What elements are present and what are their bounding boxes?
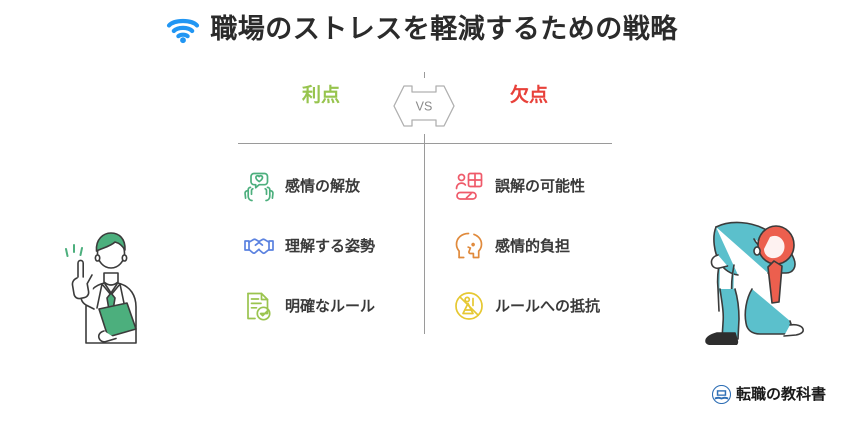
left-item-3-label: 明確なルール xyxy=(285,297,376,315)
head-profile-burden-icon xyxy=(452,229,486,263)
misunderstanding-grid-icon xyxy=(452,169,486,203)
right-column-heading: 欠点 xyxy=(509,85,548,106)
comparison-row: 理解する姿勢 感情的負担 xyxy=(238,224,612,284)
site-logo[interactable]: 転職の教科書 xyxy=(711,385,826,404)
right-item-3: ルールへの抵抗 xyxy=(452,284,600,328)
document-check-icon xyxy=(242,289,276,323)
vs-label: VS xyxy=(416,100,433,114)
no-rules-prohibited-icon xyxy=(452,289,486,323)
left-item-2-label: 理解する姿勢 xyxy=(285,237,376,255)
right-item-1: 誤解の可能性 xyxy=(452,164,585,208)
right-item-3-label: ルールへの抵抗 xyxy=(495,297,601,315)
right-item-2-label: 感情的負担 xyxy=(495,237,571,255)
left-column-heading: 利点 xyxy=(301,85,340,106)
vs-badge: VS xyxy=(392,78,456,134)
left-item-3: 明確なルール xyxy=(242,284,375,328)
page-title: 職場のストレスを軽減するための戦略 xyxy=(210,13,678,44)
vertical-divider xyxy=(424,72,425,334)
left-item-1-label: 感情の解放 xyxy=(285,177,361,195)
comparison-row: 明確なルール ルールへの抵抗 xyxy=(238,284,612,344)
handshake-icon xyxy=(242,229,276,263)
page-header: 職場のストレスを軽減するための戦略 xyxy=(0,6,844,52)
person-kneeling-despair-illustration xyxy=(694,205,824,345)
comparison-table: 利点 欠点 VS xyxy=(238,72,612,334)
wifi-icon xyxy=(166,16,200,44)
hands-heart-speech-bubble-icon xyxy=(242,169,276,203)
comparison-rows: 感情の解放 誤解の可能性 xyxy=(238,164,612,344)
right-item-2: 感情的負担 xyxy=(452,224,570,268)
left-item-1: 感情の解放 xyxy=(242,164,360,208)
left-item-2: 理解する姿勢 xyxy=(242,224,375,268)
site-logo-text: 転職の教科書 xyxy=(735,386,826,403)
right-item-1-label: 誤解の可能性 xyxy=(495,177,586,195)
horizontal-divider xyxy=(238,143,612,144)
comparison-row: 感情の解放 誤解の可能性 xyxy=(238,164,612,224)
businessman-pointing-up-illustration xyxy=(44,205,164,345)
book-logo-icon xyxy=(711,385,731,404)
